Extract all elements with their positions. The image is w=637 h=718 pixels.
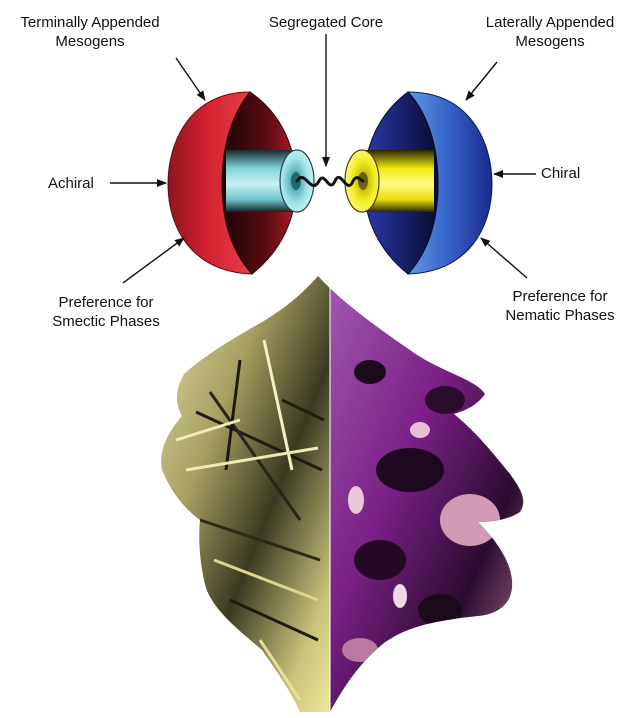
label-terminal-line2: Mesogens [8, 32, 172, 51]
label-lateral-mesogens: Laterally Appended Mesogens [470, 13, 630, 51]
label-achiral-text: Achiral [48, 174, 94, 193]
label-terminal-line1: Terminally Appended [8, 13, 172, 32]
label-smectic-line2: Smectic Phases [38, 312, 174, 331]
label-core-text: Segregated Core [250, 13, 402, 32]
label-chiral: Chiral [541, 164, 580, 183]
arrow-lateral [466, 62, 497, 100]
label-lateral-line1: Laterally Appended [470, 13, 630, 32]
lateral-core-cylinder [345, 150, 434, 212]
label-nematic-line1: Preference for [488, 287, 632, 306]
arrow-smectic [123, 238, 184, 283]
arrow-terminal [176, 58, 205, 100]
label-smectic-preference: Preference for Smectic Phases [38, 293, 174, 331]
label-nematic-line2: Nematic Phases [488, 306, 632, 325]
label-lateral-line2: Mesogens [470, 32, 630, 51]
label-chiral-text: Chiral [541, 164, 580, 183]
texture-micrograph [150, 270, 530, 718]
label-achiral: Achiral [48, 174, 94, 193]
arrow-nematic [481, 238, 527, 278]
label-segregated-core: Segregated Core [250, 13, 402, 32]
label-smectic-line1: Preference for [38, 293, 174, 312]
label-nematic-preference: Preference for Nematic Phases [488, 287, 632, 325]
micrograph-left-half [150, 270, 330, 718]
label-terminal-mesogens: Terminally Appended Mesogens [8, 13, 172, 51]
terminal-core-cylinder [226, 150, 314, 212]
